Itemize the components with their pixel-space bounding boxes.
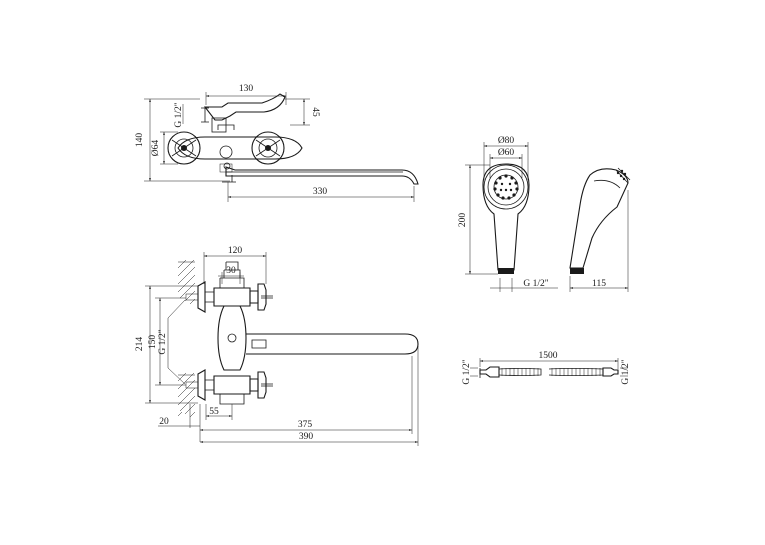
upper-wall-flange	[197, 281, 206, 313]
front-view-faucet	[185, 261, 419, 405]
nozzle-pattern	[493, 174, 519, 200]
dim-130: 130	[239, 84, 254, 94]
dim-330: 330	[313, 187, 328, 197]
dim-diam-60: Ø60	[498, 148, 515, 158]
shower-side-dimensions: 115	[569, 190, 629, 292]
shower-hose	[479, 366, 619, 378]
lower-valve-body	[213, 375, 251, 395]
faucet-body-top	[177, 136, 303, 160]
upper-handle-front	[249, 283, 273, 311]
dim-55: 55	[209, 407, 219, 417]
top-view-faucet	[167, 93, 419, 185]
dim-thread-front: G 1/2"	[158, 329, 168, 354]
dim-30: 30	[226, 266, 236, 276]
spout-front	[246, 333, 419, 355]
dim-thread-top: G 1/2"	[174, 102, 184, 127]
diverter-lever	[203, 93, 286, 121]
dim-115: 115	[592, 279, 606, 289]
dim-150: 150	[148, 335, 158, 350]
lower-wall-flange	[197, 369, 206, 401]
wall-hatching	[177, 259, 196, 418]
dim-140: 140	[135, 133, 145, 148]
spout-top	[225, 166, 419, 185]
front-view-dimensions: 120 30 214 150 G 1/2" 55 20 375	[135, 246, 419, 446]
shower-head-dimensions: Ø80 Ø60 200 G 1/2"	[458, 136, 558, 292]
dim-thread-hose-left: G 1/2"	[462, 359, 472, 384]
lower-handle-front	[249, 371, 273, 399]
top-view-dimensions: 130 45 140 G 1/2" Ø64 330	[135, 84, 415, 202]
hose-dimensions: 1500 G 1/2" G 1/2"	[462, 351, 631, 385]
dim-diam-64: Ø64	[151, 140, 161, 157]
side-nozzles	[616, 169, 627, 181]
dim-214: 214	[135, 337, 145, 352]
shower-head-side	[569, 167, 631, 274]
dim-375: 375	[298, 420, 313, 430]
dim-diam-80: Ø80	[498, 136, 515, 146]
dim-390: 390	[299, 432, 314, 442]
dim-1500: 1500	[539, 351, 558, 361]
diverter-knob-top	[219, 145, 233, 159]
dim-45: 45	[310, 107, 320, 117]
dim-120: 120	[228, 246, 243, 256]
dim-thread-hose-right: G 1/2"	[621, 359, 631, 384]
right-handle-top	[251, 131, 285, 165]
dim-thread-shower: G 1/2"	[523, 279, 548, 289]
mixer-column	[217, 305, 247, 371]
dim-200: 200	[458, 213, 468, 228]
left-handle-top	[167, 131, 201, 165]
shower-head-front	[482, 163, 530, 274]
dim-20: 20	[159, 417, 169, 427]
upper-valve-body	[213, 287, 251, 307]
